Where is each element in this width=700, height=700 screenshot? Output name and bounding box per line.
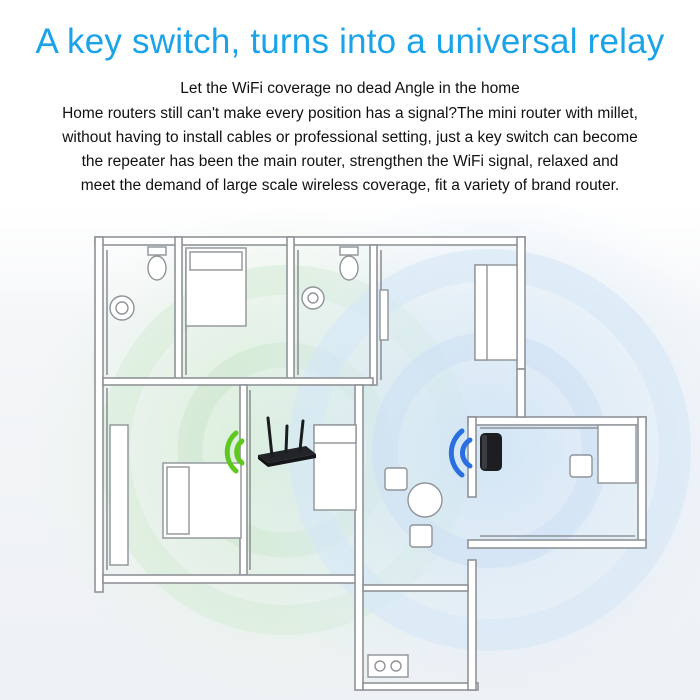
description-line: without having to install cables or prof… (62, 129, 638, 146)
description: Home routers still can't make every posi… (0, 102, 700, 198)
description-line: the repeater has been the main router, s… (81, 153, 619, 170)
headline: A key switch, turns into a universal rel… (35, 22, 665, 61)
mini-repeater-icon (480, 433, 502, 471)
floor-plan-illustration (0, 205, 700, 700)
router-with-antennas-icon (258, 416, 316, 467)
wifi-signal-icon (224, 430, 245, 474)
description-line: Home routers still can't make every posi… (62, 105, 638, 122)
subheadline: Let the WiFi coverage no dead Angle in t… (180, 80, 520, 97)
walls (94, 236, 647, 691)
description-line: meet the demand of large scale wireless … (80, 177, 620, 194)
furniture (109, 246, 637, 678)
wifi-signal-icon (448, 428, 473, 478)
